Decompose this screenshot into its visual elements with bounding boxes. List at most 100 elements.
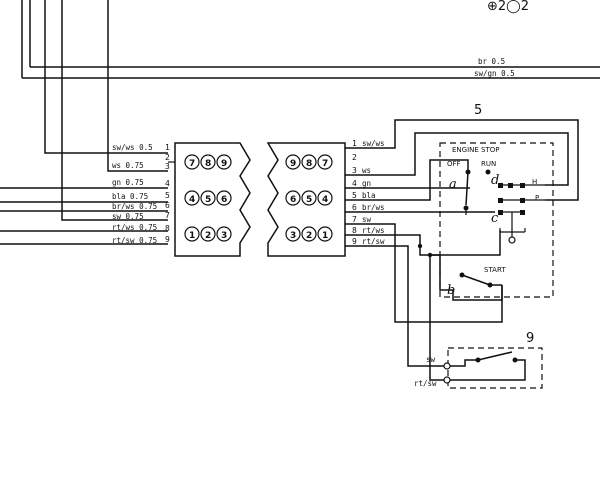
pin-number: 4 [352, 179, 357, 188]
wire-label: sw 0.75 [112, 212, 144, 221]
run-label: RUN [481, 160, 496, 168]
socket-number: 1 [322, 231, 328, 241]
pin-number: 5 [352, 191, 357, 200]
wire-label-sw: sw [426, 355, 436, 364]
socket-number: 2 [205, 231, 211, 241]
pin-number: 8 [352, 226, 357, 235]
wire-rt-sw [345, 245, 445, 367]
wire-feed-1 [44, 0, 168, 154]
wire-bla [345, 159, 469, 201]
left-connector-body [174, 142, 251, 257]
socket-number: 5 [205, 195, 211, 205]
position-h-label: H [532, 178, 537, 186]
pin-number: 2 [165, 153, 170, 162]
top-right-symbol: ⊕2◯2 [487, 0, 529, 14]
pin-number: 7 [352, 215, 357, 224]
pin-number: 1 [165, 143, 170, 152]
left-wire-labels: sw/ws 0.5 ws 0.75 gn 0.75 bla 0.75 br/ws… [112, 143, 157, 245]
wire-label: ws [362, 166, 371, 175]
pin-socket [184, 190, 200, 206]
switch-9-number: 9 [526, 331, 534, 346]
switch-5: 5 ENGINE STOP OFF RUN a d c b H P START [439, 103, 554, 301]
wire-label: br/ws [362, 203, 385, 212]
pin-number: 5 [165, 191, 170, 200]
contact-block [498, 198, 503, 203]
wire-label-swgn: sw/gn 0.5 [474, 69, 515, 78]
right-connector: 9 8 7 6 5 4 3 2 1 [266, 142, 346, 257]
wire-ws [345, 132, 569, 186]
left-connector: 7 8 9 4 5 6 1 2 3 [174, 142, 251, 257]
right-connector-row-mid: 6 5 4 [285, 190, 333, 206]
socket-number: 5 [306, 195, 312, 205]
pin-socket [216, 190, 232, 206]
right-connector-row-top: 9 8 7 [285, 154, 333, 170]
pin-socket [301, 226, 317, 242]
wire-label: sw [362, 215, 372, 224]
contact-block [520, 210, 525, 215]
pin-socket [216, 154, 232, 170]
socket-number: 6 [290, 195, 296, 205]
wire-feed-7 [61, 0, 168, 221]
terminal-d-label: d [491, 173, 499, 188]
pin-socket [285, 226, 301, 242]
switch-9: 9 sw rt/sw [414, 331, 543, 389]
pin-socket [200, 154, 216, 170]
socket-number: 2 [306, 231, 312, 241]
socket-number: 7 [189, 159, 195, 169]
wire-label: rt/sw 0.75 [112, 236, 157, 245]
pin-number: 6 [165, 201, 170, 210]
pin-number: 3 [165, 162, 170, 171]
terminal [443, 376, 451, 384]
pin-socket [184, 226, 200, 242]
switch-lever [465, 171, 469, 206]
wire-label: gn 0.75 [112, 178, 144, 187]
socket-number: 1 [189, 231, 195, 241]
pin-number: 2 [352, 153, 357, 162]
hp-contacts [498, 183, 545, 244]
right-connector-row-bottom: 3 2 1 [285, 226, 333, 242]
right-connector-body [266, 142, 346, 257]
pin-number: 7 [165, 211, 170, 220]
wire-label: rt/sw [362, 237, 385, 246]
socket-number: 7 [322, 159, 328, 169]
wire-to-switch9 [429, 330, 445, 381]
left-connector-row-bottom: 1 2 3 [184, 226, 232, 242]
wire-label: sw/ws 0.5 [112, 143, 153, 152]
wire-label: br/ws 0.75 [112, 202, 157, 211]
switch-5-number: 5 [474, 103, 482, 118]
pin-number: 3 [352, 166, 357, 175]
wire-feed-3 [107, 0, 168, 172]
wire-label-rtsw: rt/sw [414, 379, 437, 388]
pin-number: 6 [352, 203, 357, 212]
socket-number: 8 [205, 159, 211, 169]
wire-label: rt/ws [362, 226, 385, 235]
contact [485, 169, 491, 175]
start-lever [461, 274, 491, 286]
pin-number: 9 [352, 237, 357, 246]
socket-number: 8 [306, 159, 312, 169]
socket-number: 6 [221, 195, 227, 205]
terminal-a-label: a [449, 177, 457, 192]
pin-socket [184, 154, 200, 170]
start-switch [452, 272, 503, 301]
pin-number: 1 [352, 139, 357, 148]
right-wires [345, 119, 579, 381]
wire-label-br: br 0.5 [478, 57, 505, 66]
pin-socket [317, 154, 333, 170]
socket-number: 3 [221, 231, 227, 241]
wire-sw-ws [345, 119, 579, 201]
junction [417, 243, 423, 249]
off-label: OFF [447, 160, 461, 168]
socket-number: 4 [189, 195, 195, 205]
pin-number: 8 [165, 224, 170, 233]
contact-terminal [508, 236, 516, 244]
left-feed-wires [0, 0, 175, 245]
socket-number: 9 [221, 159, 227, 169]
left-pin-numbers: 1 2 3 4 5 6 7 8 9 [165, 143, 170, 244]
pin-socket [301, 190, 317, 206]
position-p-label: P [535, 194, 539, 202]
left-connector-row-mid: 4 5 6 [184, 190, 232, 206]
contact-block [498, 210, 503, 215]
pin-socket [200, 190, 216, 206]
